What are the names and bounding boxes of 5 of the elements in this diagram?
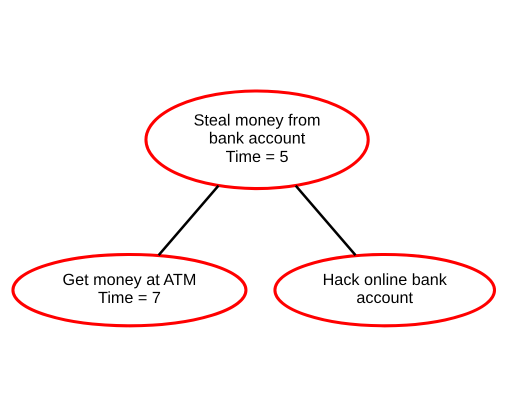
node-ellipse: Steal money from bank account Time = 5 (144, 89, 370, 190)
connector (294, 184, 356, 256)
node-ellipse: Hack online bank account (273, 252, 496, 328)
node-ellipse: Get money at ATM Time = 7 (11, 252, 248, 328)
connector (158, 184, 220, 256)
